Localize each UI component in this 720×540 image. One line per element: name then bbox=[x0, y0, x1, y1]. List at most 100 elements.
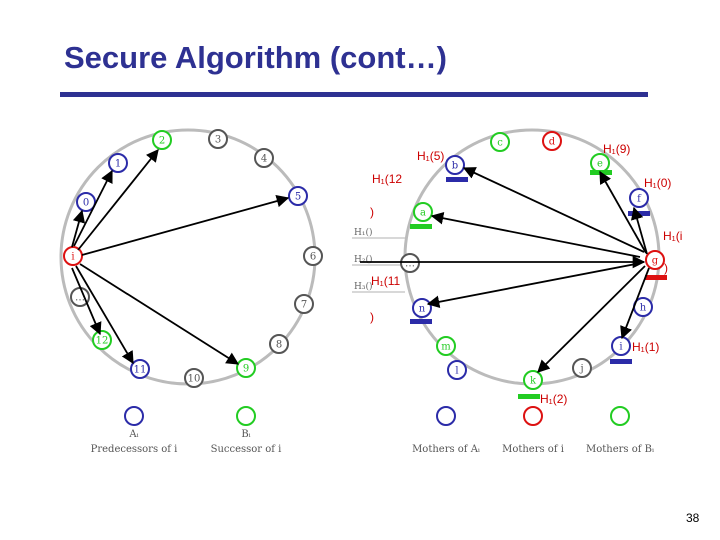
legend-caption-4: Mothers of i bbox=[502, 444, 564, 455]
title-underline bbox=[60, 92, 648, 97]
right-node-j: j bbox=[572, 358, 592, 378]
left-node-4-circle bbox=[254, 148, 274, 168]
right-node-c-circle bbox=[490, 132, 510, 152]
hash-label-2: H₂() bbox=[354, 254, 372, 265]
left-node-10-label: 10 bbox=[188, 374, 201, 385]
left-node-12: 12 bbox=[92, 330, 112, 350]
right-node-l: l bbox=[447, 360, 467, 380]
right-node-k-label: k bbox=[530, 376, 537, 387]
left-node-1: 1 bbox=[108, 153, 128, 173]
bar-i bbox=[610, 359, 632, 364]
left-node-2-circle bbox=[152, 130, 172, 150]
bar-a bbox=[410, 224, 432, 229]
arrow-i-to-11 bbox=[75, 265, 134, 365]
bar-n bbox=[410, 319, 432, 324]
legend-circle-5 bbox=[610, 406, 630, 426]
arrow-g-to-b bbox=[462, 167, 645, 253]
left-node-3-label: 3 bbox=[215, 135, 221, 146]
right-node-e-label: e bbox=[597, 159, 603, 170]
key-bars bbox=[410, 170, 667, 399]
left-node-11-circle bbox=[130, 359, 150, 379]
left-node-9-circle bbox=[236, 358, 256, 378]
left-node-11-label: 11 bbox=[134, 365, 147, 376]
right-node-b-label: b bbox=[452, 161, 458, 172]
right-node-l-circle bbox=[447, 360, 467, 380]
left-node-10-circle bbox=[184, 368, 204, 388]
right-node-n-label: n bbox=[419, 304, 426, 315]
right-node-k: k bbox=[523, 370, 543, 390]
arrow-g-to-k bbox=[537, 265, 646, 373]
left-node-0: 0 bbox=[76, 192, 96, 212]
left-ring: 2 3 4 5 6 7 8 9 10 11 12 … i 0 1 bbox=[59, 128, 323, 388]
arrows bbox=[71, 149, 650, 373]
left-node-6-label: 6 bbox=[310, 252, 316, 263]
hash-value-label-11: H₁(2) bbox=[540, 392, 567, 406]
right-node-j-label: j bbox=[579, 364, 583, 375]
bar-g bbox=[645, 275, 667, 280]
left-node-8: 8 bbox=[269, 334, 289, 354]
left-node-8-circle bbox=[269, 334, 289, 354]
left-node-10: 10 bbox=[184, 368, 204, 388]
right-node-c-label: c bbox=[497, 138, 503, 149]
left-node-5-label: 5 bbox=[295, 192, 301, 203]
hash-value-label-1: H₁(5) bbox=[417, 149, 444, 163]
right-node-m: m bbox=[436, 336, 456, 356]
right-node-i-label: i bbox=[619, 342, 622, 353]
legend-caption-5: Mothers of Bᵢ bbox=[586, 444, 654, 455]
right-node-j-circle bbox=[572, 358, 592, 378]
left-node-11: 11 bbox=[130, 359, 150, 379]
hash-value-label-9: ) bbox=[370, 310, 374, 324]
left-node-4-label: 4 bbox=[261, 154, 267, 165]
left-node-8-label: 8 bbox=[276, 340, 282, 351]
left-node-12-circle bbox=[92, 330, 112, 350]
right-node-b-circle bbox=[445, 155, 465, 175]
left-node-3: 3 bbox=[208, 129, 228, 149]
right-node-m-label: m bbox=[441, 342, 451, 353]
left-node-2-label: 2 bbox=[159, 136, 165, 147]
legend-caption-3: Mothers of Aᵢ bbox=[412, 444, 480, 455]
right-node-d: d bbox=[542, 131, 562, 151]
left-node-7-circle bbox=[294, 294, 314, 314]
hash-functions: H₁()H₂()H₃() bbox=[352, 227, 405, 293]
right-node-ellipsis-circle bbox=[400, 253, 420, 273]
right-node-d-label: d bbox=[549, 137, 556, 148]
legend-caption-2: Successor of i bbox=[211, 444, 282, 455]
arrow-i-to-1 bbox=[73, 169, 113, 247]
right-node-b: b bbox=[445, 155, 465, 175]
right-node-e: e bbox=[590, 153, 610, 173]
left-node-1-circle bbox=[108, 153, 128, 173]
arrow-i-to-9 bbox=[79, 263, 240, 365]
left-node-6-circle bbox=[303, 246, 323, 266]
hash-value-label-7: ) bbox=[664, 261, 668, 275]
arrow-i-to-2 bbox=[77, 149, 159, 251]
arrow-g-to-e bbox=[599, 170, 647, 254]
arrow-g-to-f bbox=[631, 206, 648, 255]
bar-f bbox=[628, 211, 650, 216]
right-node-a-label: a bbox=[420, 208, 426, 219]
right-node-d-circle bbox=[542, 131, 562, 151]
left-node-1-label: 1 bbox=[115, 159, 121, 170]
hash-value-label-3: H₁(12 bbox=[372, 172, 402, 186]
left-node-9: 9 bbox=[236, 358, 256, 378]
left-node-0-circle bbox=[76, 192, 96, 212]
arrow-i-to-0 bbox=[71, 209, 86, 248]
hash-value-label-5: ) bbox=[370, 205, 374, 219]
legend-symbol-1: Aᵢ bbox=[128, 429, 138, 440]
left-node-7: 7 bbox=[294, 294, 314, 314]
legend-symbol-2: Bᵢ bbox=[241, 429, 250, 440]
arrow-i-to-5 bbox=[81, 194, 290, 256]
bar-k bbox=[518, 394, 540, 399]
left-node-i: i bbox=[63, 246, 83, 266]
hash-label-3: H₃() bbox=[354, 281, 372, 292]
hash-value-label-10: H₁(1) bbox=[632, 340, 659, 354]
right-node-g: g bbox=[645, 250, 665, 270]
left-node-7-label: 7 bbox=[301, 300, 307, 311]
bar-b bbox=[446, 177, 468, 182]
left-node-12-label: 12 bbox=[96, 336, 109, 347]
left-node-i-label: i bbox=[71, 252, 74, 263]
left-node-9-label: 9 bbox=[243, 364, 249, 375]
left-node-ellipsis-label: … bbox=[75, 293, 85, 304]
